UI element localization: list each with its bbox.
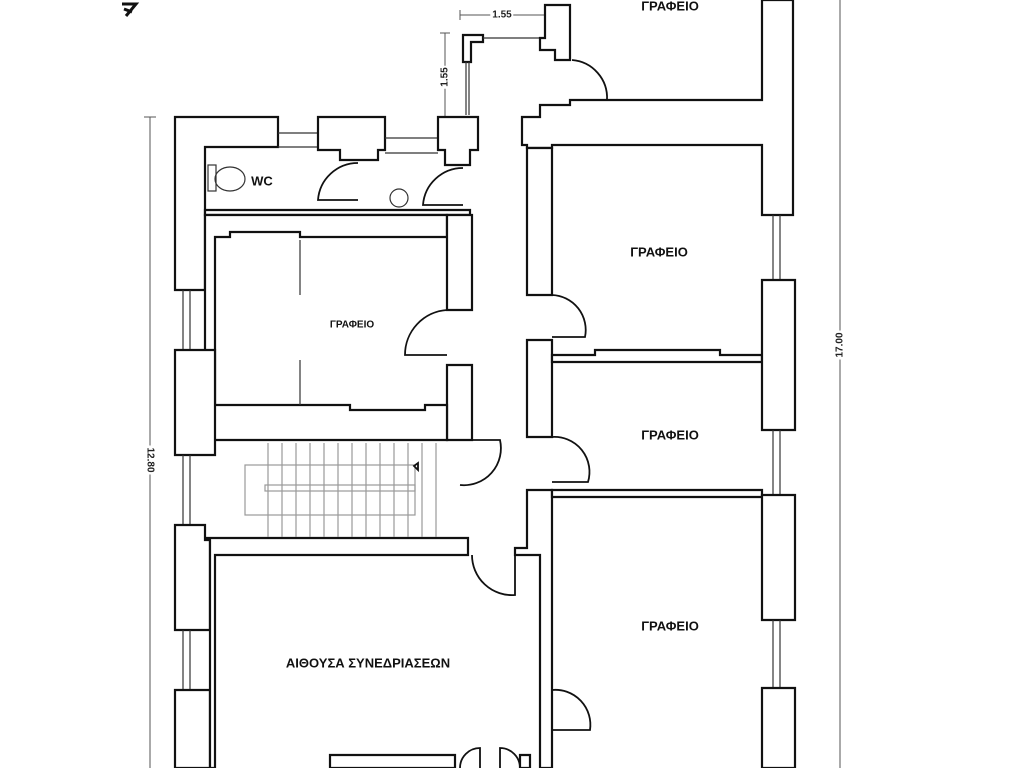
room-label-wc: WC [251,173,273,189]
staircase [244,443,437,537]
dimension-top-depth: 1.55 [439,65,451,89]
door-swings [317,59,608,768]
room-label-office-right-2: ΓΡΑΦΕΙΟ [641,427,699,443]
room-label-office-right-3: ΓΡΑΦΕΙΟ [641,618,699,634]
wc-fixtures [207,164,409,208]
dimension-left-length: 12.80 [144,445,156,475]
room-label-conference: ΑΙΘΟΥΣΑ ΣΥΝΕΔΡΙΑΣΕΩΝ [285,655,451,671]
room-label-office-right-1: ΓΡΑΦΕΙΟ [630,244,688,260]
north-arrow-icon [122,2,140,17]
dimension-right-length: 17.00 [834,330,846,360]
dimension-top-width: 1.55 [490,9,514,21]
room-label-office-left: ΓΡΑΦΕΙΟ [329,319,375,331]
walls [173,0,797,768]
room-label-office-top: ΓΡΑΦΕΙΟ [641,0,699,14]
